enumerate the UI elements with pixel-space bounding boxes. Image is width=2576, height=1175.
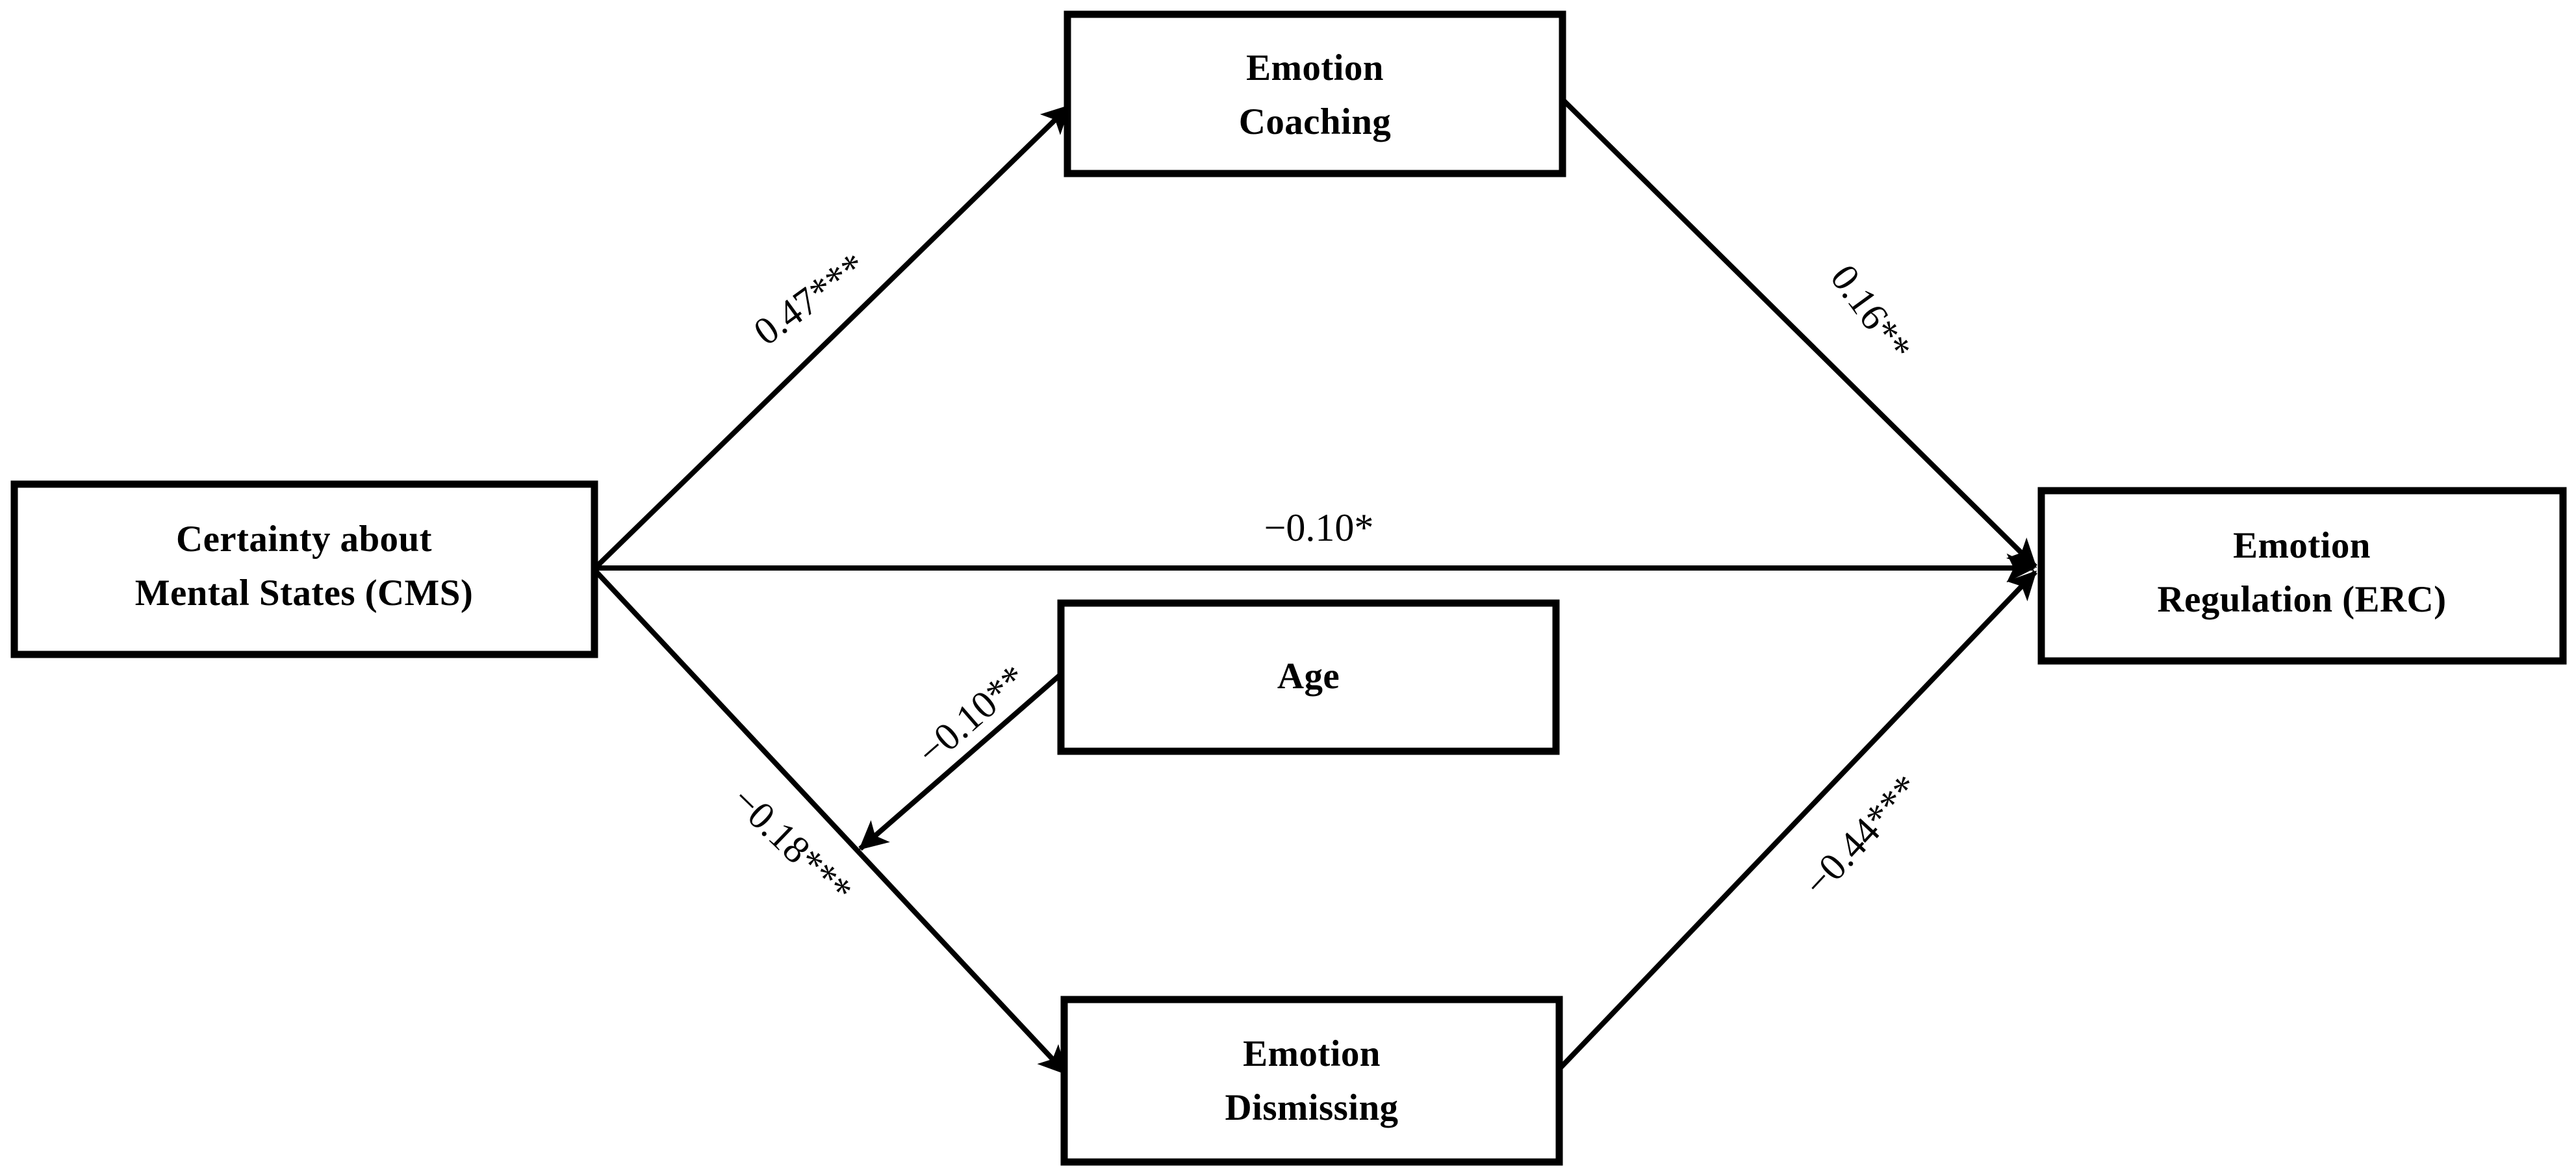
- node-label-dismissing-line1: Emotion: [1243, 1033, 1381, 1074]
- node-emotion-coaching[interactable]: Emotion Coaching: [1064, 10, 1566, 177]
- node-label-coaching-line2: Coaching: [1239, 101, 1391, 142]
- node-certainty-about-mental-states[interactable]: Certainty about Mental States (CMS): [10, 480, 598, 658]
- path-dismissing-to-erc[interactable]: [1557, 570, 2037, 1071]
- coefficient-dismissing-to-erc: −0.44***: [1795, 767, 1928, 905]
- path-cms-to-coaching[interactable]: [594, 104, 1071, 569]
- node-label-coaching-line1: Emotion: [1246, 47, 1384, 88]
- coefficient-cms-to-dismissing: −0.18***: [724, 778, 860, 912]
- path-age-moderates-cms-to-dismissing[interactable]: [858, 673, 1061, 851]
- node-label-erc-line2: Regulation (ERC): [2158, 579, 2447, 620]
- coefficient-coaching-to-erc: 0.16**: [1822, 257, 1920, 368]
- node-age[interactable]: Age: [1057, 599, 1560, 755]
- coefficient-cms-to-coaching: 0.47***: [746, 244, 874, 354]
- node-label-cms-line1: Certainty about: [176, 519, 432, 560]
- node-emotion-dismissing[interactable]: Emotion Dismissing: [1060, 996, 1563, 1166]
- coefficient-cms-to-erc-direct: −0.10*: [1264, 506, 1374, 549]
- node-label-age: Age: [1277, 656, 1340, 697]
- path-cms-to-dismissing[interactable]: [594, 570, 1068, 1076]
- node-emotion-regulation[interactable]: Emotion Regulation (ERC): [2037, 487, 2567, 665]
- node-label-erc-line1: Emotion: [2233, 525, 2371, 566]
- node-label-dismissing-line2: Dismissing: [1225, 1087, 1399, 1128]
- node-label-cms-line2: Mental States (CMS): [135, 573, 474, 613]
- path-coaching-to-erc[interactable]: [1560, 97, 2037, 569]
